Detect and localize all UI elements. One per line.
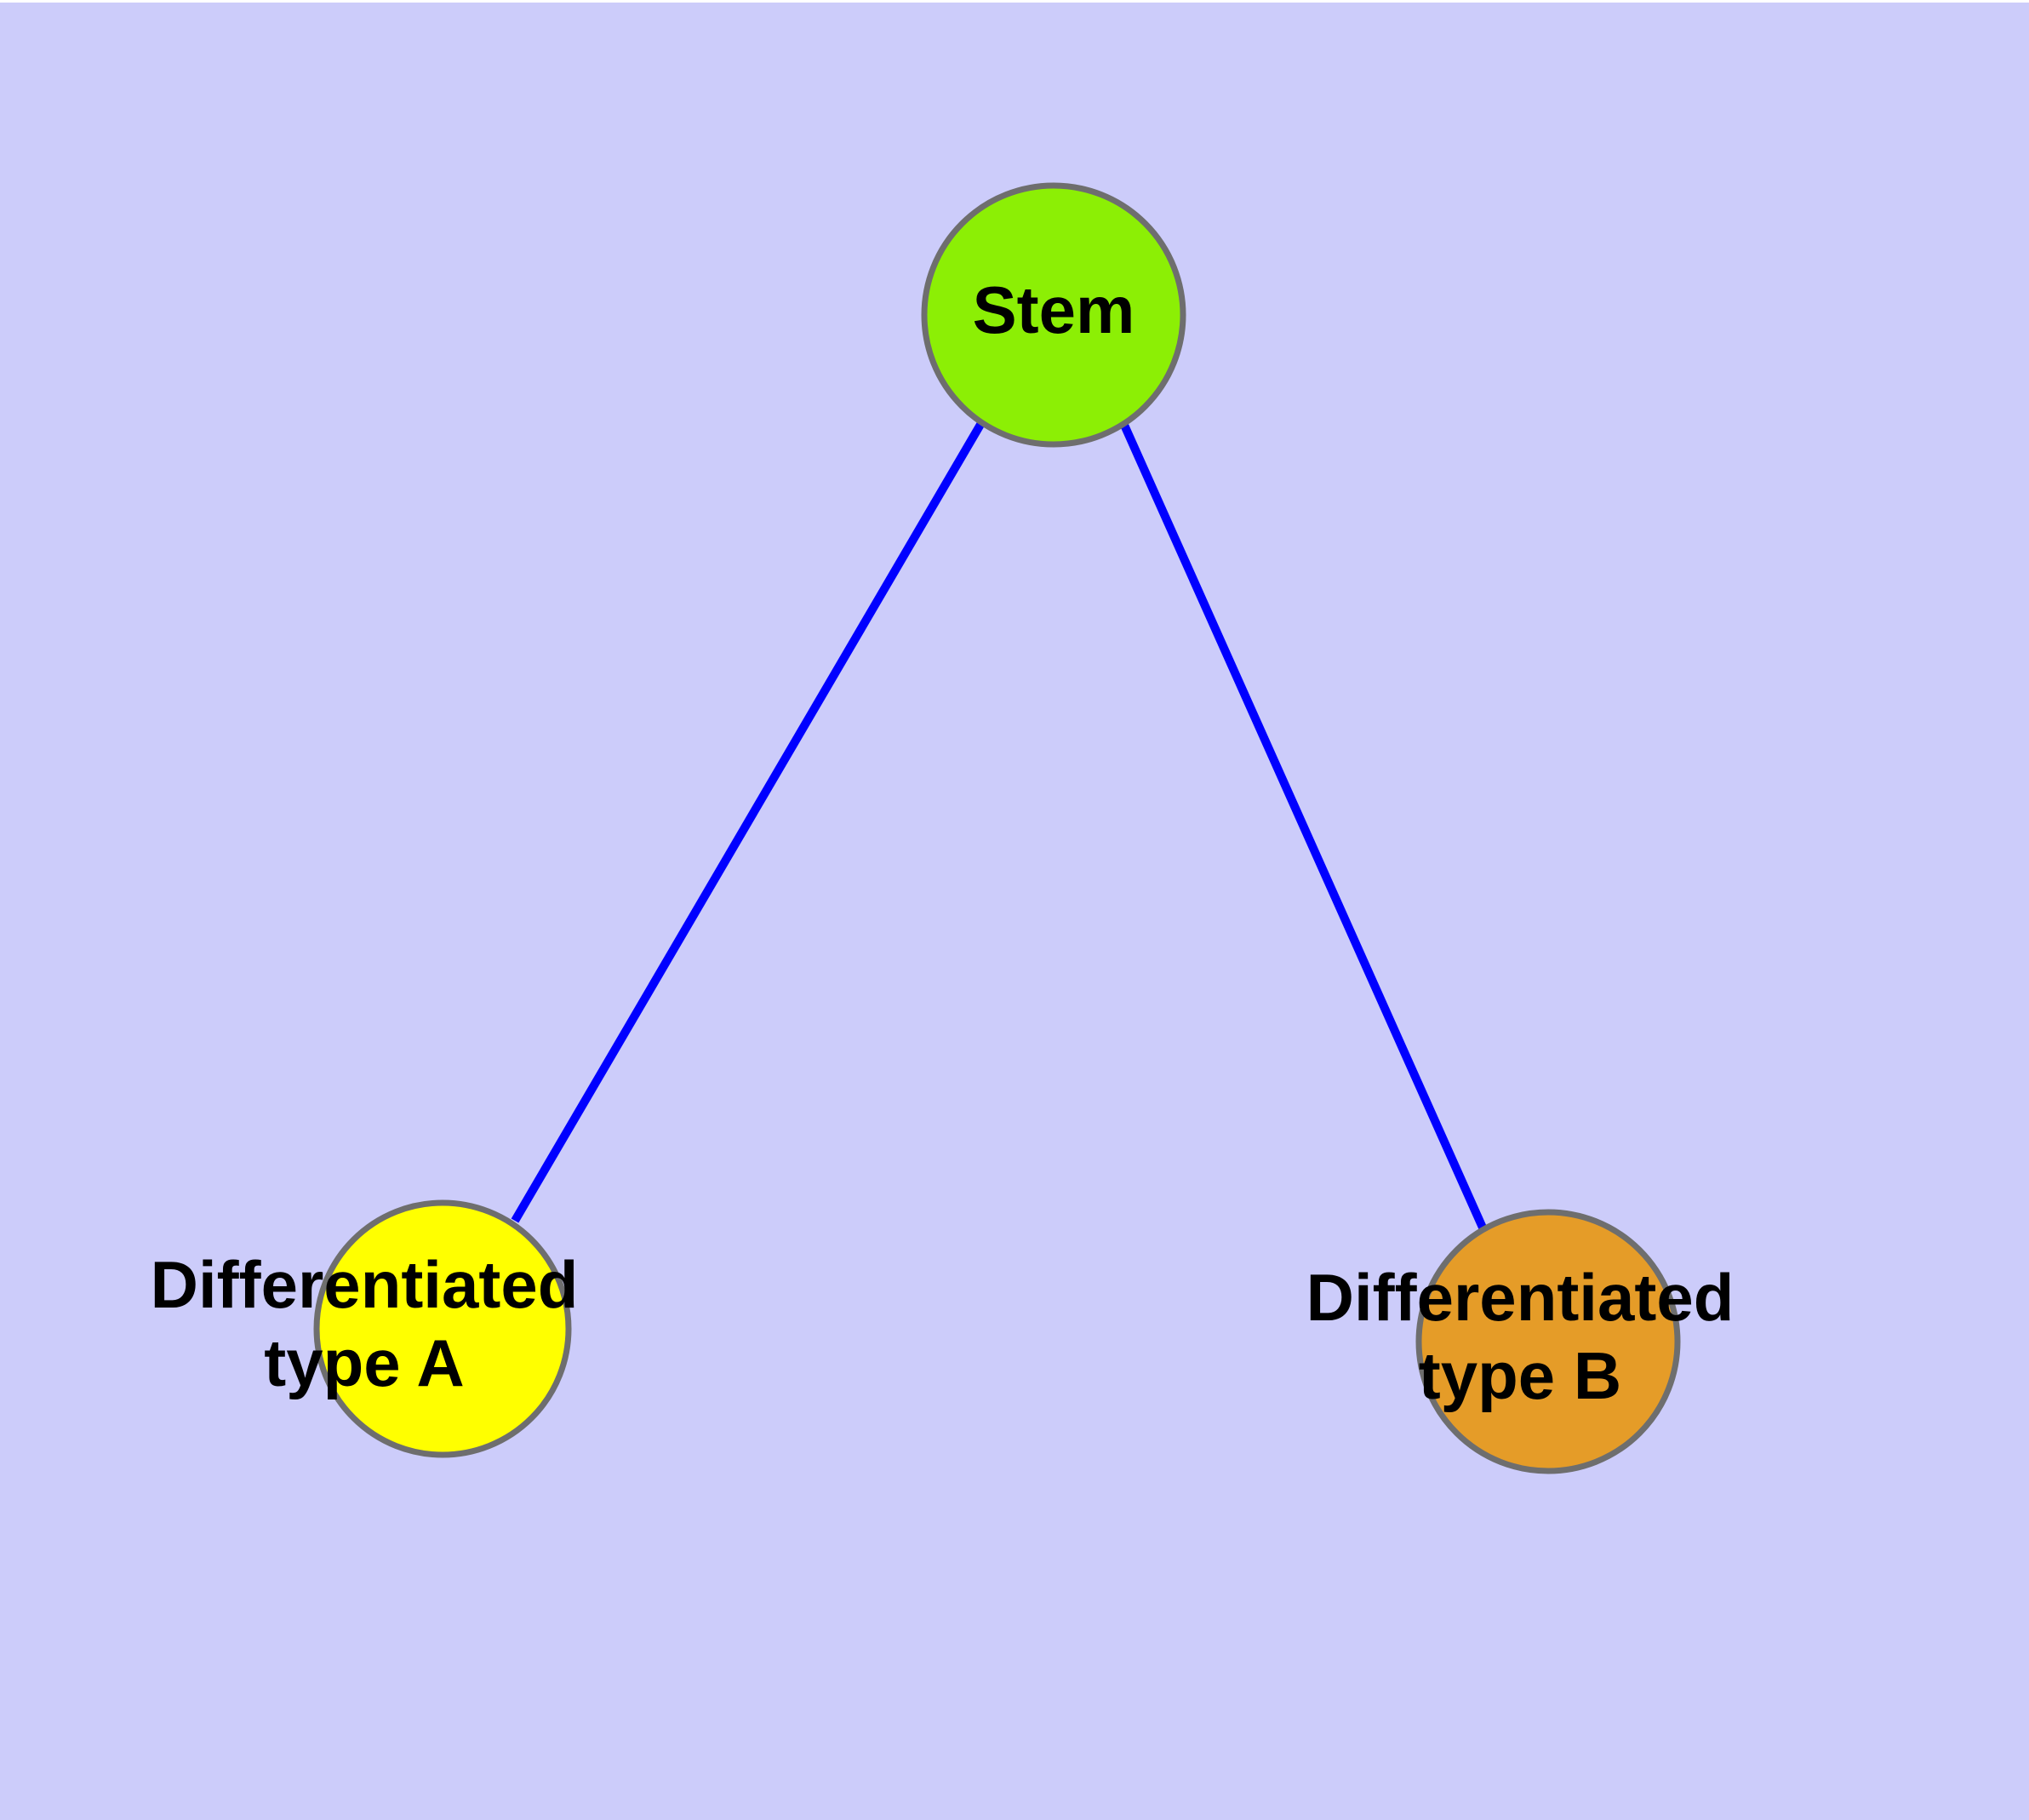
graph-node-diff_b[interactable] <box>1415 1209 1681 1474</box>
graph-edge[interactable] <box>1119 421 1487 1230</box>
graph-node-stem[interactable] <box>921 182 1186 448</box>
edge-layer <box>511 421 1487 1230</box>
graph-edge[interactable] <box>511 421 986 1223</box>
graph-node-diff_a[interactable] <box>313 1199 572 1458</box>
